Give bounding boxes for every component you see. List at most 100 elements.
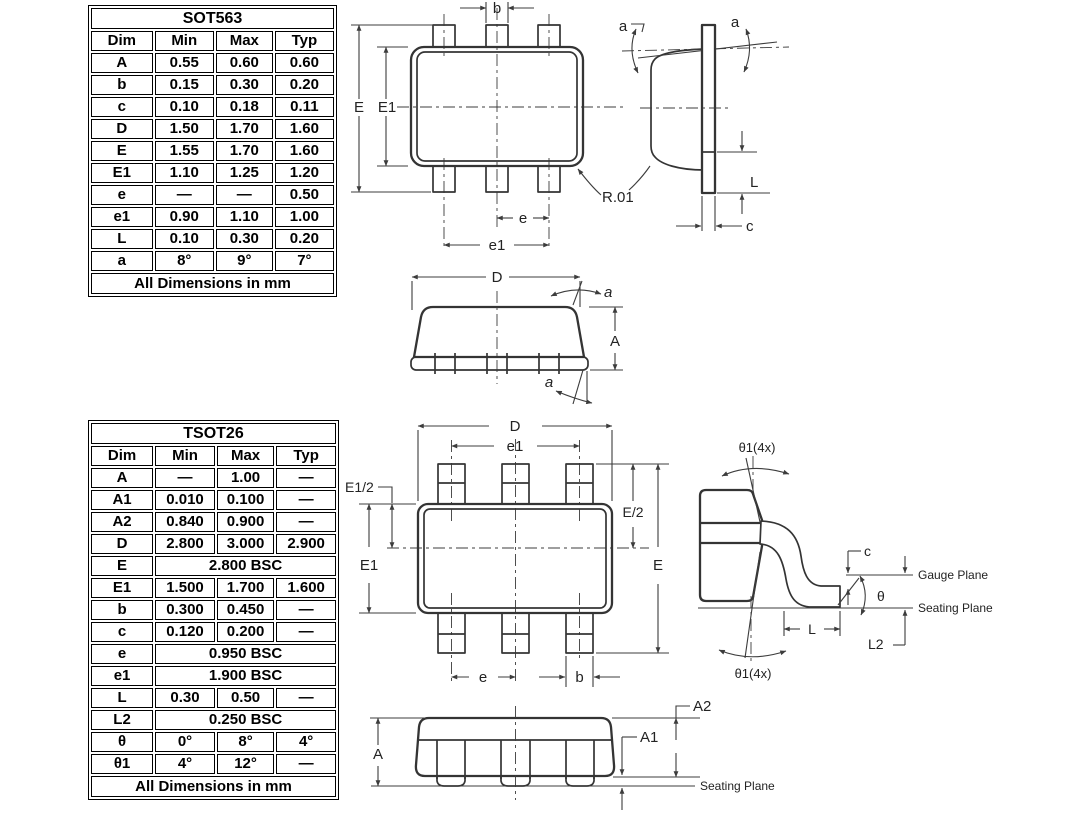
table-row: e——0.50	[91, 185, 334, 205]
dim-label-D: D	[510, 418, 521, 435]
sot563-body-inner	[416, 51, 578, 162]
value-cell: 12°	[216, 754, 275, 774]
tsot26-body-profile	[698, 488, 764, 603]
value-cell: —	[276, 600, 336, 620]
dim-label-L: L	[750, 174, 758, 191]
header-row: Dim Min Max Typ	[91, 31, 334, 51]
angle-label-theta: θ	[877, 588, 885, 604]
value-cell: 0.300	[155, 600, 215, 620]
dim-cell: D	[91, 534, 154, 554]
value-cell: 1.70	[215, 119, 273, 139]
value-cell: 4°	[276, 732, 336, 752]
dim-label-c: c	[746, 218, 754, 235]
dim-label-E1: E1	[378, 99, 396, 116]
table-row: A—1.00—	[91, 468, 336, 488]
dim-cell: θ1	[91, 754, 154, 774]
dim-cell: A	[91, 53, 153, 73]
value-cell: 7°	[274, 251, 334, 271]
dim-label-b: b	[493, 0, 501, 17]
value-cell: 0.60	[215, 53, 273, 73]
dim-label-E1: E1	[360, 557, 378, 574]
dim-cell: L2	[91, 710, 154, 730]
dim-label-A2: A2	[693, 698, 711, 715]
value-cell: 0.60	[274, 53, 334, 73]
value-cell: 1.500	[155, 578, 215, 598]
value-cell: 0.100	[216, 490, 275, 510]
value-cell: 1.70	[215, 141, 273, 161]
value-cell: 0.55	[154, 53, 214, 73]
tsot26-table-title: TSOT26	[91, 423, 336, 444]
value-cell: 1.10	[154, 163, 214, 183]
header-row: Dim Min Max Typ	[91, 446, 336, 466]
tsot26-top-view: D e1 E1/2 E1 E/2 E	[345, 418, 669, 687]
value-cell: 0.50	[216, 688, 275, 708]
value-cell: —	[276, 490, 336, 510]
col-header-min: Min	[155, 446, 215, 466]
value-cell: —	[276, 468, 336, 488]
value-cell: 0.200	[216, 622, 275, 642]
value-cell: 0.20	[274, 75, 334, 95]
sot563-body-profile	[650, 48, 705, 171]
dim-label-e1: e1	[507, 438, 524, 455]
value-cell: 8°	[154, 251, 214, 271]
sot563-front-body	[412, 305, 586, 359]
col-header-min: Min	[154, 31, 214, 51]
dim-cell: D	[91, 119, 153, 139]
value-cell: —	[155, 468, 215, 488]
tsot26-side-view: θ1(4x) θ1(4x) Gauge Plane Seating Plane …	[698, 440, 993, 681]
value-cell: 1.20	[274, 163, 334, 183]
value-cell: 0.840	[155, 512, 215, 532]
value-cell: 0°	[155, 732, 215, 752]
dim-label-A1: A1	[640, 729, 658, 746]
dim-cell: e1	[91, 666, 154, 686]
value-cell-span: 0.950 BSC	[155, 644, 336, 664]
value-cell: 0.30	[155, 688, 215, 708]
angle-label-a: a	[545, 374, 553, 391]
value-cell: 0.010	[155, 490, 215, 510]
angle-label-a: a	[731, 14, 740, 31]
sot563-table-title: SOT563	[91, 8, 334, 29]
sot563-lead-profile	[700, 23, 717, 195]
dim-cell: A1	[91, 490, 154, 510]
dim-label-c: c	[864, 543, 871, 559]
dim-cell: L	[91, 688, 154, 708]
dim-cell: a	[91, 251, 153, 271]
value-cell: —	[276, 688, 336, 708]
value-cell: 0.450	[216, 600, 275, 620]
col-header-dim: Dim	[91, 446, 154, 466]
tsot26-front-body	[414, 716, 616, 778]
value-cell: 0.18	[215, 97, 273, 117]
value-cell: 0.10	[154, 97, 214, 117]
sot563-body-outline	[409, 45, 585, 168]
value-cell: 0.10	[154, 229, 214, 249]
value-cell: 2.900	[276, 534, 336, 554]
dim-label-D: D	[492, 269, 503, 286]
col-header-dim: Dim	[91, 31, 153, 51]
value-cell: 1.700	[216, 578, 275, 598]
dim-cell: E1	[91, 578, 154, 598]
dim-label-e: e	[519, 210, 527, 227]
col-header-typ: Typ	[274, 31, 334, 51]
gauge-plane-label: Gauge Plane	[918, 568, 988, 582]
dim-cell: c	[91, 97, 153, 117]
dim-cell: E	[91, 141, 153, 161]
